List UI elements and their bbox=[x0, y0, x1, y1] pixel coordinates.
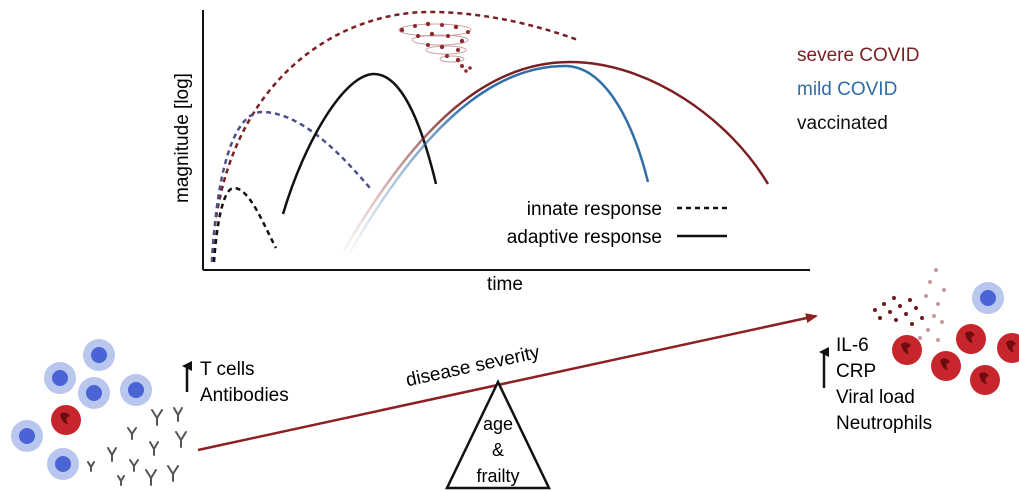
adaptive-curve-mild bbox=[347, 64, 650, 255]
right-item-il6: IL-6 bbox=[836, 335, 869, 356]
left-item-t-cells: T cells bbox=[200, 359, 255, 380]
fulcrum-triangle bbox=[445, 379, 551, 490]
right-item-neutrophils: Neutrophils bbox=[836, 413, 932, 434]
chart-axes bbox=[202, 10, 810, 271]
line-style-legend: innate response adaptive response bbox=[507, 199, 727, 248]
right-marker-list: IL-6 CRP Viral load Neutrophils bbox=[819, 335, 932, 434]
severity-label: disease severity bbox=[404, 342, 542, 391]
y-axis-label: magnitude [log] bbox=[172, 73, 193, 203]
right-item-viral-load: Viral load bbox=[836, 387, 915, 408]
x-axis-label: time bbox=[487, 274, 523, 295]
neutrophil-icon bbox=[892, 324, 1019, 395]
cytokine-dots-icon bbox=[873, 268, 946, 342]
left-item-antibodies: Antibodies bbox=[200, 385, 289, 406]
right-cell-cluster bbox=[892, 282, 1019, 395]
innate-curve-mild bbox=[210, 110, 371, 263]
seesaw: disease severity age & frailty bbox=[197, 313, 818, 490]
color-legend: severe COVID mild COVID vaccinated bbox=[797, 45, 919, 134]
left-cell-cluster bbox=[11, 339, 187, 486]
cytokine-storm-icon bbox=[398, 21, 472, 73]
innate-curve-severe bbox=[210, 10, 579, 263]
left-marker-list: T cells Antibodies bbox=[182, 359, 289, 406]
response-curves bbox=[210, 10, 770, 263]
right-item-crp: CRP bbox=[836, 361, 876, 382]
legend-innate-response: innate response bbox=[527, 199, 662, 220]
lymphocyte-icon bbox=[972, 282, 1004, 314]
lymphocyte-icon bbox=[11, 339, 152, 480]
fulcrum-line-amp: & bbox=[492, 440, 504, 460]
legend-mild-covid: mild COVID bbox=[797, 79, 897, 100]
legend-vaccinated: vaccinated bbox=[797, 113, 888, 134]
neutrophil-icon bbox=[51, 405, 81, 435]
innate-curve-vaccinated bbox=[212, 186, 278, 263]
severity-arrow bbox=[197, 313, 818, 452]
legend-severe-covid: severe COVID bbox=[797, 45, 919, 66]
antibody-icons bbox=[87, 407, 187, 486]
fulcrum-line-frailty: frailty bbox=[476, 466, 519, 486]
adaptive-curve-vaccinated bbox=[281, 72, 438, 215]
legend-adaptive-response: adaptive response bbox=[507, 227, 662, 248]
fulcrum-line-age: age bbox=[483, 414, 513, 434]
adaptive-curve-severe bbox=[341, 60, 770, 253]
